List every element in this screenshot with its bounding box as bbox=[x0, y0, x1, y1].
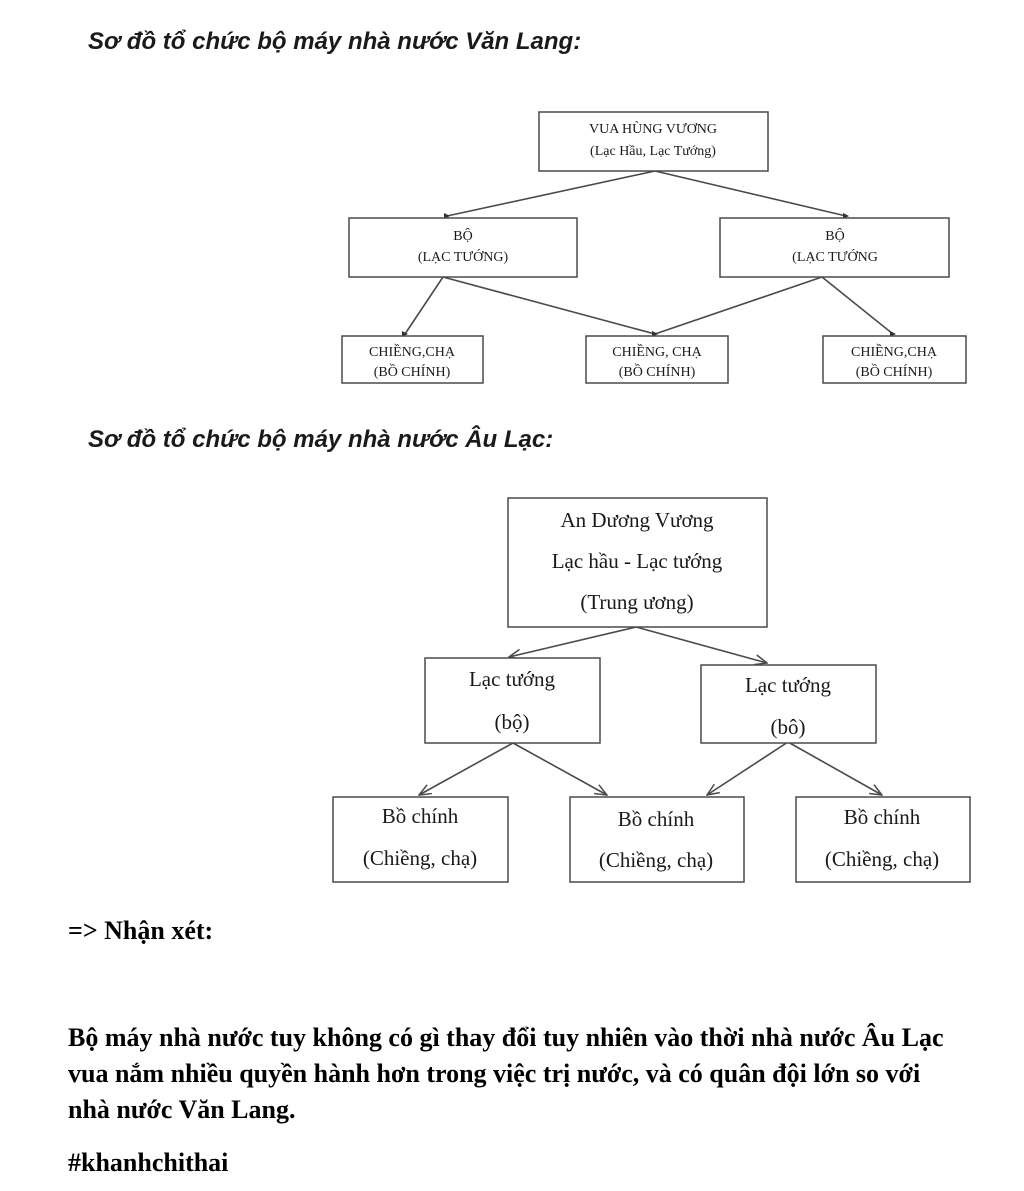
node-sublabel: Lạc hầu - Lạc tướng bbox=[552, 549, 723, 573]
au-lac-org-chart: An Dương Vương Lạc hầu - Lạc tướng (Trun… bbox=[332, 497, 971, 883]
node-label: Lạc tướng bbox=[469, 667, 556, 691]
node-sublabel: (Lạc Hầu, Lạc Tướng) bbox=[590, 144, 716, 159]
node-lac-tuong-left: Lạc tướng (bộ) bbox=[424, 657, 601, 744]
node-sublabel: (BỒ CHÍNH) bbox=[619, 362, 696, 380]
node-label: BỘ bbox=[825, 227, 844, 244]
au-lac-heading: Sơ đồ tổ chức bộ máy nhà nước Âu Lạc: bbox=[88, 426, 554, 453]
node-bo-right: BỘ (LẠC TƯỚNG bbox=[719, 217, 950, 278]
edge-king-lactuong-left bbox=[509, 626, 637, 657]
node-bo-left: BỘ (LẠC TƯỚNG) bbox=[348, 217, 578, 278]
edge-king-bo-right bbox=[654, 170, 849, 219]
node-label: BỘ bbox=[453, 227, 472, 244]
node-sublabel: (bô) bbox=[771, 715, 806, 739]
node-vua-hung-vuong: VUA HÙNG VƯƠNG (Lạc Hầu, Lạc Tướng) bbox=[538, 111, 769, 172]
remark-text: Bộ máy nhà nước tuy không có gì thay đổi… bbox=[68, 1023, 944, 1124]
node-label: Bồ chính bbox=[618, 807, 695, 831]
node-label: An Dương Vương bbox=[560, 508, 714, 532]
node-sublabel: (Chiềng, chạ) bbox=[825, 847, 939, 871]
node-commune-right: CHIỀNG,CHẠ (BỒ CHÍNH) bbox=[822, 335, 967, 384]
edge-left-bochinh-2 bbox=[512, 742, 607, 795]
node-label: Lạc tướng bbox=[745, 673, 832, 697]
node-sublabel: (BỒ CHÍNH) bbox=[856, 362, 933, 380]
node-label: VUA HÙNG VƯƠNG bbox=[589, 120, 717, 137]
edge-king-lactuong-right bbox=[635, 626, 767, 663]
van-lang-org-chart: VUA HÙNG VƯƠNG (Lạc Hầu, Lạc Tướng) BỘ (… bbox=[341, 111, 967, 384]
node-sublabel: (bộ) bbox=[495, 710, 530, 734]
edge-boright-commune-mid bbox=[652, 276, 823, 337]
edge-boleft-commune-mid bbox=[442, 276, 658, 337]
node-sublabel: (Trung ương) bbox=[580, 590, 693, 614]
node-an-duong-vuong: An Dương Vương Lạc hầu - Lạc tướng (Trun… bbox=[507, 497, 768, 628]
edge-boright-commune-right bbox=[821, 276, 896, 337]
remark-label: => Nhận xét: bbox=[68, 916, 214, 945]
node-sublabel: (Chiềng, chạ) bbox=[599, 848, 713, 872]
node-sublabel: (LẠC TƯỚNG bbox=[792, 248, 878, 265]
node-bo-chinh-1: Bồ chính (Chiềng, chạ) bbox=[332, 796, 509, 883]
node-label: CHIỀNG,CHẠ bbox=[369, 343, 456, 360]
edge-boleft-commune-left bbox=[402, 276, 444, 337]
node-label: Bồ chính bbox=[844, 805, 921, 829]
edge-left-bochinh-1 bbox=[419, 742, 514, 795]
node-commune-mid: CHIỀNG, CHẠ (BỒ CHÍNH) bbox=[585, 335, 729, 384]
node-label: CHIỀNG,CHẠ bbox=[851, 343, 938, 360]
node-sublabel: (LẠC TƯỚNG) bbox=[418, 248, 509, 265]
node-label: Bồ chính bbox=[382, 804, 459, 828]
edge-right-bochinh-3 bbox=[787, 741, 882, 795]
node-bo-chinh-3: Bồ chính (Chiềng, chạ) bbox=[795, 796, 971, 883]
node-lac-tuong-right: Lạc tướng (bô) bbox=[700, 664, 877, 744]
node-sublabel: (Chiềng, chạ) bbox=[363, 846, 477, 870]
edge-right-bochinh-2 bbox=[707, 741, 789, 795]
author-hashtag: #khanhchithai bbox=[68, 1148, 229, 1177]
node-label: CHIỀNG, CHẠ bbox=[612, 343, 702, 360]
node-sublabel: (BỒ CHÍNH) bbox=[374, 362, 451, 380]
van-lang-heading: Sơ đồ tổ chức bộ máy nhà nước Văn Lang: bbox=[88, 28, 582, 55]
node-bo-chinh-2: Bồ chính (Chiềng, chạ) bbox=[569, 796, 745, 883]
node-commune-left: CHIỀNG,CHẠ (BỒ CHÍNH) bbox=[341, 335, 484, 384]
edge-king-bo-left bbox=[444, 170, 656, 219]
